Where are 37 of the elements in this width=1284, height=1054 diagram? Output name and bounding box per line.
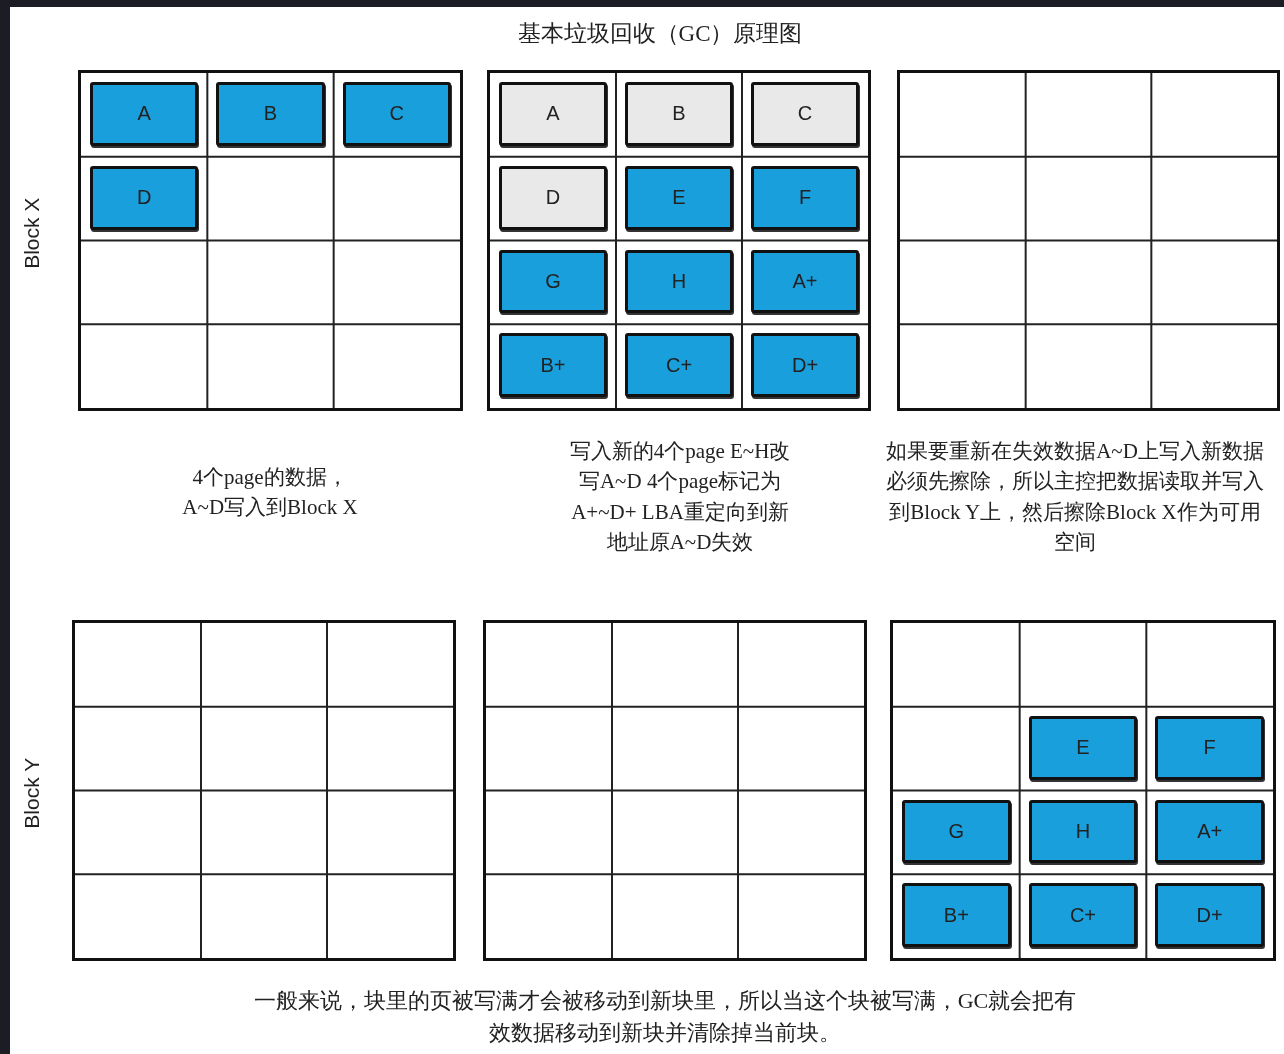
step-note: 如果要重新在失效数据A~D上写入新数据必须先擦除，所以主控把数据读取并写入到Block Y上，然后擦除Block X作为可用空间 <box>885 438 1265 557</box>
valid-page: H <box>1028 799 1138 864</box>
valid-page: C <box>342 82 451 146</box>
diagram-title: 基本垃圾回收（GC）原理图 <box>516 20 804 48</box>
step-note: 4个page的数据，A~D写入到Block X <box>181 464 359 522</box>
valid-page: C+ <box>625 333 733 397</box>
valid-page: C+ <box>1028 883 1138 947</box>
valid-page: G <box>499 249 607 314</box>
caption: 一般来说，块里的页被写满才会被移动到新块里，所以当这个块被写满，GC就会把有效数据移动到新块并清除掉当前块。 <box>252 987 1078 1047</box>
invalid-page: B <box>625 82 733 146</box>
valid-page: F <box>1155 715 1264 780</box>
block-grid <box>483 620 867 961</box>
block-grid <box>487 70 871 411</box>
valid-page: E <box>625 165 733 230</box>
invalid-page: A <box>499 82 607 146</box>
valid-page: A <box>90 82 199 146</box>
block-grid <box>78 70 463 411</box>
valid-page: A+ <box>1155 799 1264 864</box>
valid-page: B+ <box>499 333 607 397</box>
row-label: Block Y <box>18 756 44 831</box>
block-grid <box>890 620 1276 961</box>
block-grid <box>897 70 1280 411</box>
block-grid <box>72 620 456 961</box>
valid-page: H <box>625 249 733 314</box>
row-label: Block X <box>18 196 44 271</box>
valid-page: F <box>751 165 859 230</box>
step-note: 写入新的4个page E~H改写A~D 4个page标记为A+~D+ LBA重定向到新地址原A~D失效 <box>568 438 792 557</box>
valid-page: B <box>216 82 325 146</box>
valid-page: A+ <box>751 249 859 314</box>
valid-page: D+ <box>1155 883 1264 947</box>
valid-page: D+ <box>751 333 859 397</box>
valid-page: B+ <box>902 883 1011 947</box>
invalid-page: D <box>499 165 607 230</box>
valid-page: E <box>1028 715 1138 780</box>
invalid-page: C <box>751 82 859 146</box>
valid-page: D <box>90 165 199 230</box>
valid-page: G <box>902 799 1011 864</box>
